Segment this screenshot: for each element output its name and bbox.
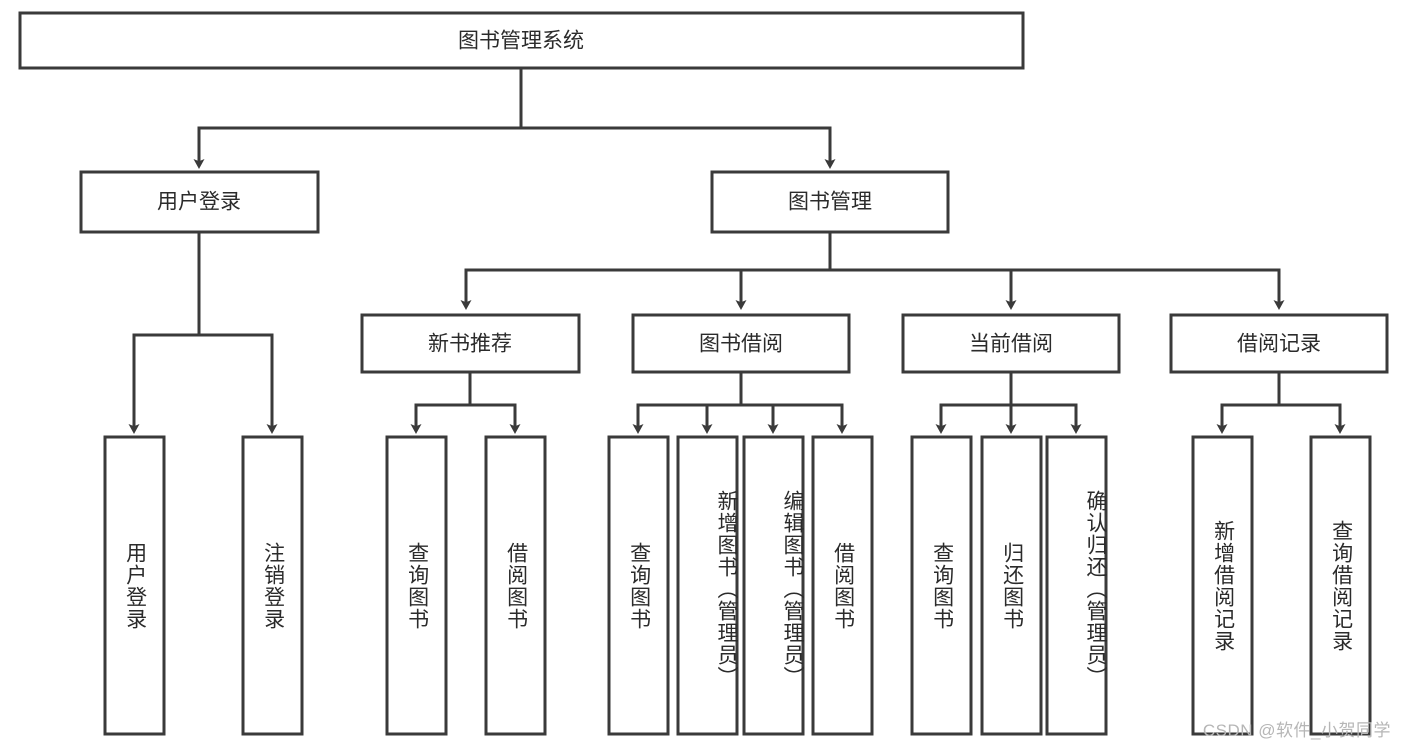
node-leaf-user-login[interactable] xyxy=(103,435,166,736)
node-user-login-label: 用户登录 xyxy=(157,191,241,214)
node-borrow-record[interactable]: 借阅记录 xyxy=(1169,313,1389,374)
node-leaf-add-book[interactable] xyxy=(676,435,739,736)
node-new-book-recommend[interactable]: 新书推荐 xyxy=(360,313,581,374)
node-leaf-borrow-book-1[interactable] xyxy=(484,435,547,736)
connector-borrowrecord-to-leaves xyxy=(1216,370,1346,434)
node-leaf-return-book[interactable] xyxy=(980,435,1043,736)
node-leaf-confirm-return[interactable] xyxy=(1045,435,1108,736)
node-current-borrow-label: 当前借阅 xyxy=(969,333,1053,356)
connector-userlogin-to-leaves xyxy=(128,230,278,434)
node-book-manage-label: 图书管理 xyxy=(788,191,872,214)
connector-currentborrow-to-leaves xyxy=(935,370,1082,434)
node-book-borrow[interactable]: 图书借阅 xyxy=(631,313,851,374)
node-leaf-query-record[interactable] xyxy=(1309,435,1372,736)
connector-bookmanage-to-level3 xyxy=(460,230,1285,310)
connector-newbook-to-leaves xyxy=(410,370,521,434)
node-leaf-edit-book[interactable] xyxy=(742,435,805,736)
node-current-borrow[interactable]: 当前借阅 xyxy=(901,313,1121,374)
node-leaf-borrow-book-2[interactable] xyxy=(811,435,874,736)
node-leaf-user-logout[interactable] xyxy=(241,435,304,736)
node-leaf-query-book-3[interactable] xyxy=(910,435,973,736)
node-leaf-add-record[interactable] xyxy=(1191,435,1254,736)
node-new-book-recommend-label: 新书推荐 xyxy=(428,333,512,356)
node-leaf-query-book-2[interactable] xyxy=(607,435,670,736)
node-user-login[interactable]: 用户登录 xyxy=(79,170,320,234)
csdn-watermark: CSDN @软件_小贺同学 xyxy=(1202,721,1391,740)
node-root-label: 图书管理系统 xyxy=(458,30,584,53)
node-leaf-query-book-1[interactable] xyxy=(385,435,448,736)
connector-root-to-level2 xyxy=(193,66,836,169)
node-root[interactable]: 图书管理系统 xyxy=(18,11,1025,70)
node-book-borrow-label: 图书借阅 xyxy=(699,333,783,356)
node-borrow-record-label: 借阅记录 xyxy=(1237,333,1321,356)
node-book-manage[interactable]: 图书管理 xyxy=(710,170,950,234)
connector-bookborrow-to-leaves xyxy=(632,370,848,434)
